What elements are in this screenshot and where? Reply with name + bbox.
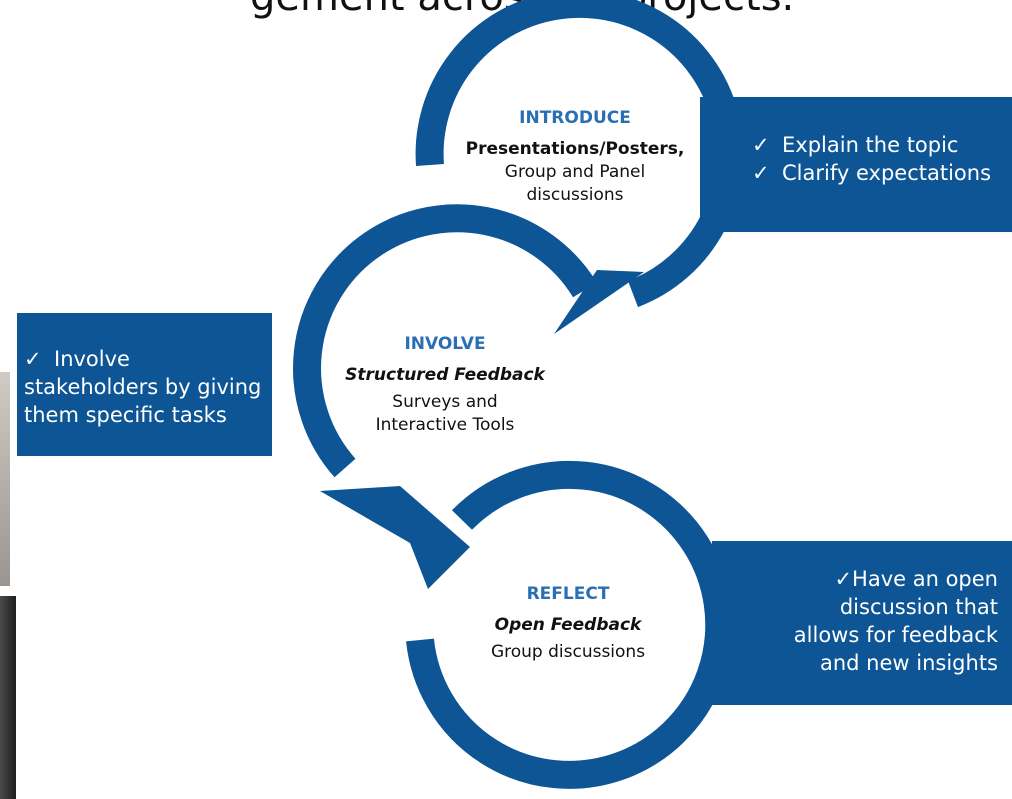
stage-involve: INVOLVE Structured Feedback Surveys and … [325,333,565,437]
checklist-item: ✓Explain the topic [752,133,959,157]
stage-detail: Surveys and [392,392,498,412]
stage-heading: REFLECT [526,584,610,604]
stage-reflect: REFLECT Open Feedback Group discussions [448,583,688,664]
stage-detail: discussions [526,185,624,205]
box-involve: ✓Involve stakeholders by giving them spe… [17,313,272,456]
checklist-item: ✓Clarify expectations [752,161,992,185]
stage-heading: INTRODUCE [519,108,631,128]
check-icon: ✓ [752,161,770,185]
stage-detail: Group and Panel [504,162,646,182]
involve-arrowhead [320,486,470,589]
stage-heading: INVOLVE [404,334,486,354]
stage-introduce: INTRODUCE Presentations/Posters, Group a… [455,107,695,207]
checklist-item: ✓Involve [24,347,130,371]
stage-lead: Presentations/Posters, [465,139,685,159]
stage-detail: Interactive Tools [375,415,515,435]
stage-detail: Group discussions [490,642,646,662]
involve-arc [293,204,597,478]
photo-strip-bottom [0,596,16,799]
box-reflect: ✓Have an open discussion that allows for… [712,541,1012,705]
stage-lead: Open Feedback [494,615,642,635]
check-icon: ✓ [834,567,853,591]
stage-lead: Structured Feedback [345,365,545,385]
box-introduce: ✓Explain the topic ✓Clarify expectations [700,97,1012,232]
introduce-arrowhead [554,270,644,334]
photo-strip-top [0,372,10,586]
check-icon: ✓ [24,347,42,371]
reflect-arc [406,460,734,789]
checklist-item: ✓Have an open [724,565,998,593]
check-icon: ✓ [752,133,770,157]
